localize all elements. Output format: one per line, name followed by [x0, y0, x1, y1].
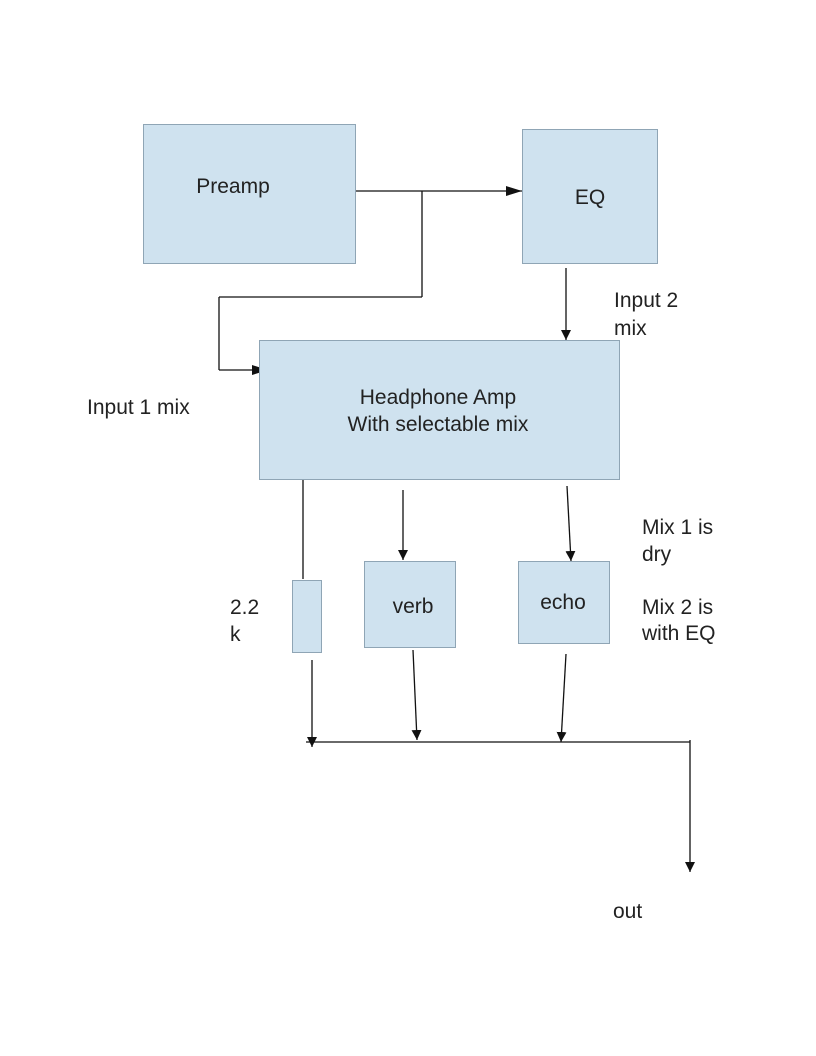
out-label: out	[613, 900, 643, 923]
verb-to-bus-line	[411, 649, 422, 741]
input2-label-line1: Input 2	[614, 289, 679, 312]
resistor-value-line2: k	[230, 623, 241, 646]
verb-block	[364, 561, 456, 648]
headphone-amp-block	[259, 340, 620, 480]
input2-label-line2: mix	[614, 317, 647, 340]
eq-block	[522, 129, 658, 264]
echo-block	[518, 561, 610, 644]
resistor-value-line1: 2.2	[230, 596, 260, 619]
mix2-note-line2: with EQ	[642, 622, 716, 645]
preamp-label: Preamp	[196, 175, 270, 198]
headphone-amp-label-line1: Headphone Amp	[359, 386, 517, 409]
input1-label: Input 1 mix	[87, 396, 190, 419]
mix2-note-line1: Mix 2 is	[642, 596, 714, 619]
resistor-block	[292, 580, 322, 653]
preamp-block	[143, 124, 356, 264]
mix1-note-line1: Mix 1 is	[642, 516, 714, 539]
mix1-note-line2: dry	[642, 543, 672, 566]
eq-label: EQ	[574, 186, 606, 209]
echo-to-bus-line	[556, 653, 567, 743]
echo-label: echo	[540, 591, 586, 614]
amp-to-echo-line	[565, 485, 576, 562]
headphone-amp-label-line2: With selectable mix	[347, 413, 529, 436]
verb-label: verb	[392, 595, 434, 618]
